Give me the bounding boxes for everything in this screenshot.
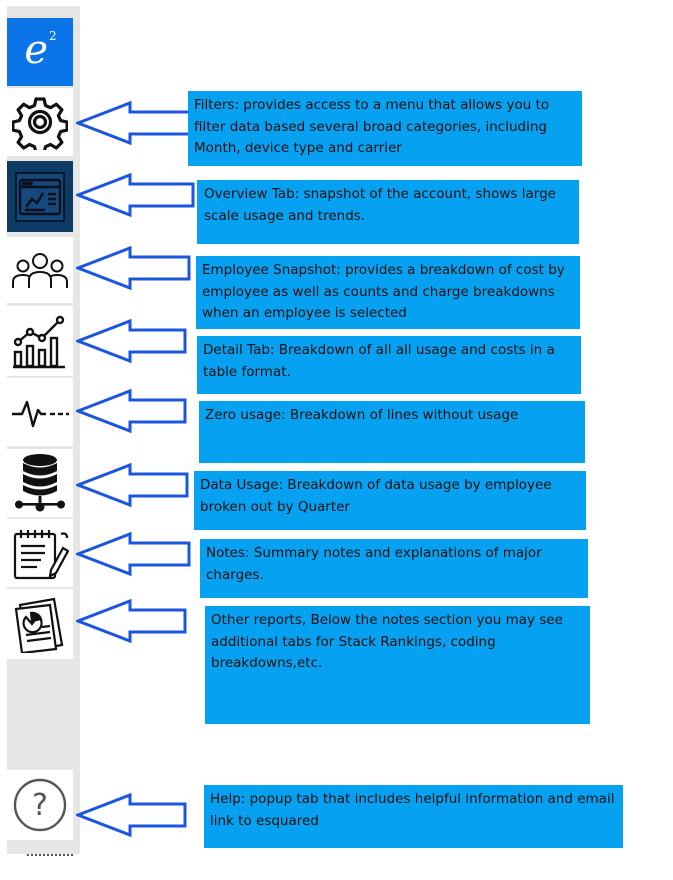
callout-employee-snapshot: Employee Snapshot: provides a breakdown … <box>196 256 580 329</box>
sidebar-item-notes[interactable] <box>7 519 73 587</box>
arrow-employee <box>76 246 191 290</box>
sidebar-item-help[interactable]: ? <box>7 770 73 840</box>
bar-chart-trend-icon <box>13 315 65 369</box>
sidebar-item-overview[interactable] <box>7 161 73 232</box>
callout-notes: Notes: Summary notes and explanations of… <box>200 539 588 598</box>
arrow-zero <box>76 389 187 433</box>
callout-data-usage: Data Usage: Breakdown of data usage by e… <box>194 471 586 530</box>
sidebar-bottom-divider <box>27 854 73 860</box>
arrow-overview <box>76 173 195 217</box>
arrow-notes <box>76 532 191 576</box>
callout-help: Help: popup tab that includes helpful in… <box>204 785 623 848</box>
sidebar-item-filters[interactable] <box>7 88 73 156</box>
report-pie-icon <box>14 597 64 653</box>
question-circle-icon: ? <box>13 778 67 832</box>
callout-overview: Overview Tab: snapshot of the account, s… <box>197 180 579 244</box>
arrow-other <box>76 599 187 643</box>
svg-text:?: ? <box>32 788 48 823</box>
callout-zero-usage: Zero usage: Breakdown of lines without u… <box>199 401 585 463</box>
callout-other-reports: Other reports, Below the notes section y… <box>205 606 590 724</box>
notepad-pen-icon <box>13 530 69 580</box>
arrow-data <box>76 463 189 507</box>
gear-icon <box>12 97 68 150</box>
logo-superscript: 2 <box>49 29 57 43</box>
dashboard-chart-icon <box>18 178 62 215</box>
sidebar-item-detail[interactable] <box>7 306 73 376</box>
logo-letter: e <box>24 27 49 73</box>
arrow-filters <box>76 101 193 145</box>
sidebar-item-data-usage[interactable] <box>7 449 73 517</box>
overview-icon-frame <box>15 171 65 222</box>
arrow-help <box>76 793 187 837</box>
sidebar-item-other-reports[interactable] <box>7 589 73 659</box>
people-group-icon <box>12 253 68 288</box>
sidebar-item-employee-snapshot[interactable] <box>7 237 73 303</box>
database-network-icon <box>15 454 65 512</box>
arrow-detail <box>76 319 187 363</box>
callout-detail: Detail Tab: Breakdown of all all usage a… <box>197 336 581 394</box>
callout-filters: Filters: provides access to a menu that … <box>188 91 582 166</box>
pulse-line-icon <box>12 400 69 428</box>
sidebar-item-zero-usage[interactable] <box>7 378 73 446</box>
